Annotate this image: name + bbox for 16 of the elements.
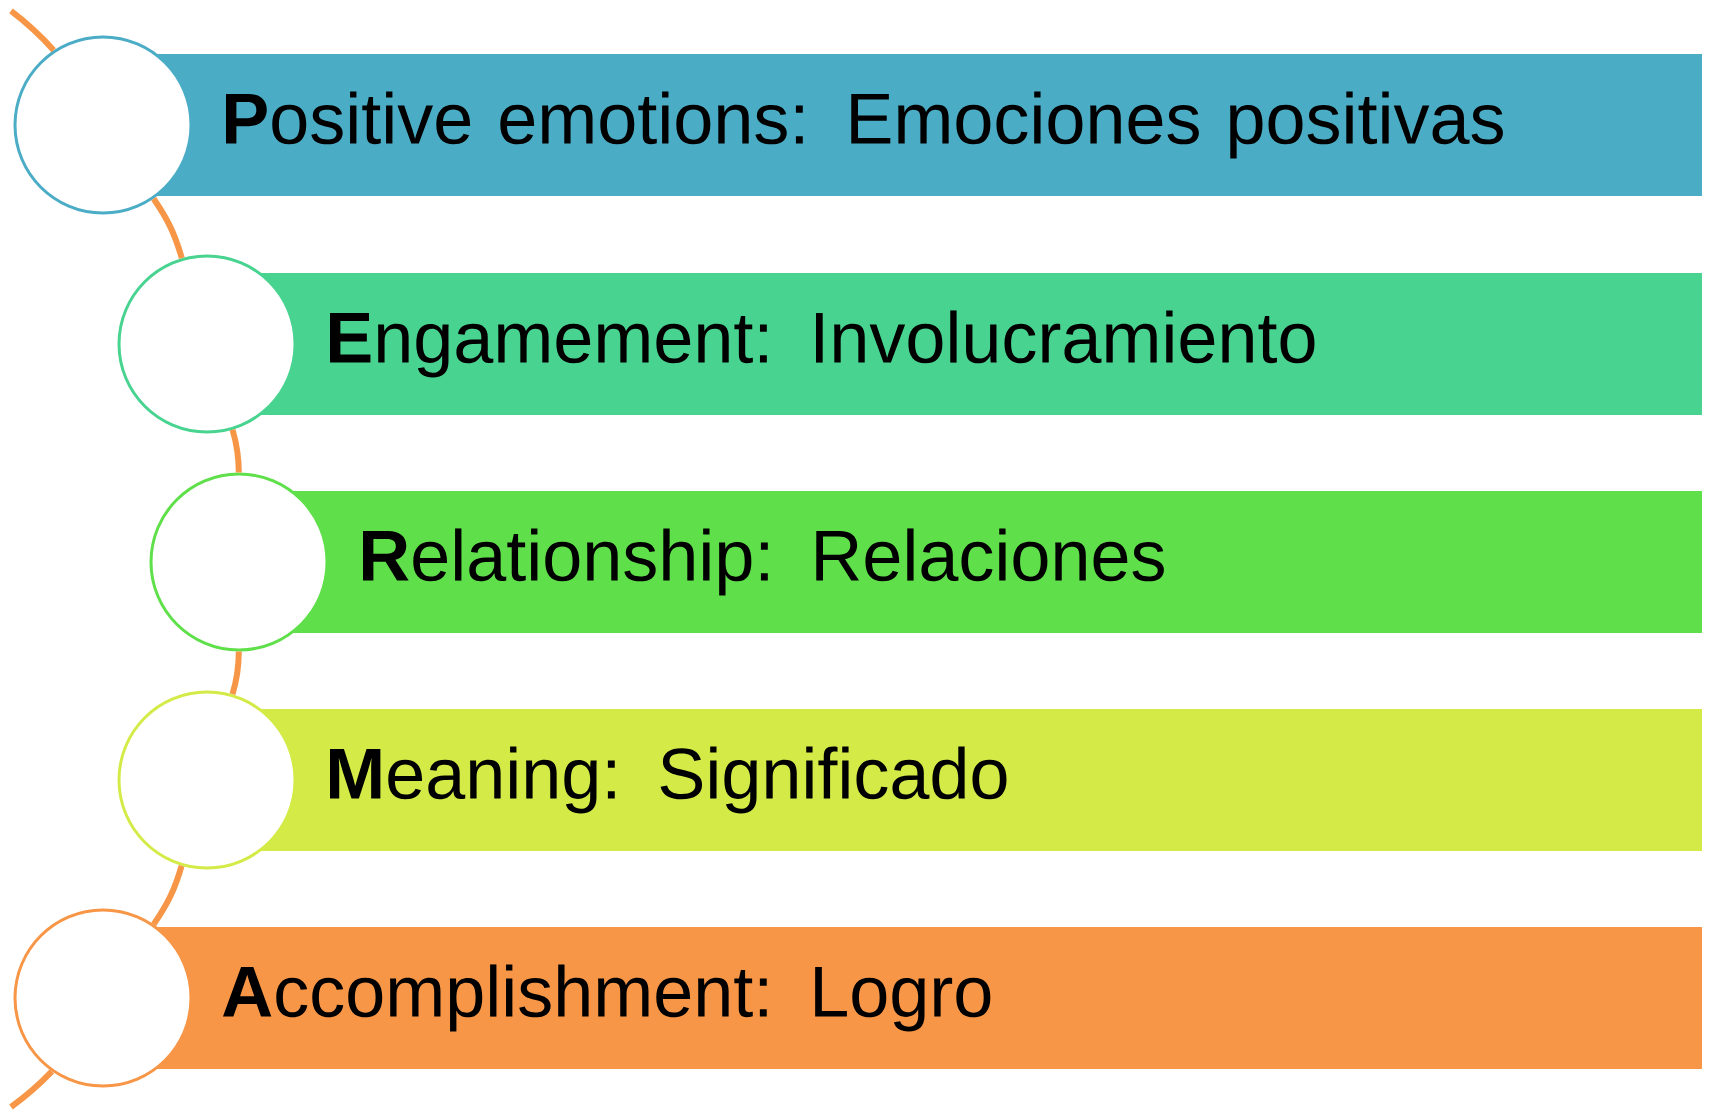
arc-line	[151, 197, 185, 259]
arc-line	[229, 651, 242, 696]
circle-marker	[117, 254, 297, 434]
label-band: Engamement: Involucramiento	[259, 273, 1702, 415]
circle-marker	[149, 472, 329, 652]
circle-marker	[13, 35, 193, 215]
label-band: Accomplishment: Logro	[155, 927, 1702, 1069]
arc-line	[9, 8, 56, 53]
arc-line	[9, 1069, 55, 1110]
label-band: Positive emotions: Emociones positivas	[155, 54, 1702, 196]
circle-marker	[117, 690, 297, 870]
arc-line	[229, 428, 242, 473]
arc-line	[151, 864, 185, 926]
circle-marker	[13, 908, 193, 1088]
label-band: Relationship: Relaciones	[291, 491, 1702, 633]
label-band: Meaning: Significado	[259, 709, 1702, 851]
